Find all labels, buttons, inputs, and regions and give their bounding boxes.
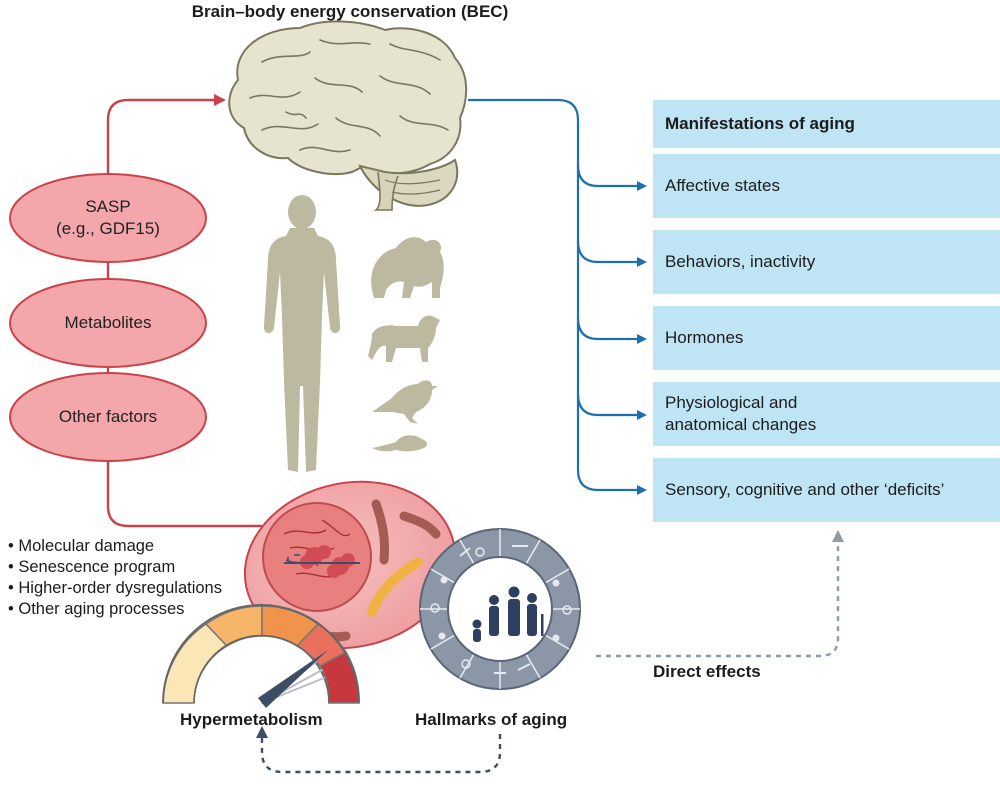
mitochondrion-icon	[367, 557, 423, 617]
bird-silhouette-icon	[372, 380, 438, 424]
chimpanzee-silhouette-icon	[371, 237, 444, 298]
manifestation-physiological: Physiological and anatomical changes	[653, 382, 1000, 446]
hypermetabolism-label: Hypermetabolism	[180, 710, 323, 729]
signal-label-other-factors: Other factors	[58, 407, 158, 426]
signal-oval-sasp	[9, 173, 207, 263]
brain-icon	[228, 20, 468, 211]
senescent-cell-icon	[243, 480, 457, 650]
mitochondrion-icon	[399, 511, 441, 539]
manifestation-arrows	[468, 98, 647, 495]
hallmarks-label: Hallmarks of aging	[415, 710, 568, 729]
manifestation-sensory-cognitive: Sensory, cognitive and other ‘deficits’	[653, 458, 1000, 522]
signal-oval-other	[9, 372, 207, 462]
signal-label-metabolites: Metabolites	[64, 313, 152, 332]
signal-label-sasp: SASP (e.g., GDF15)	[56, 197, 160, 238]
human-silhouette-icon	[263, 195, 341, 472]
direct-effects-label: Direct effects	[653, 662, 761, 681]
gauge-needle	[258, 650, 328, 708]
list-item: Higher-order dysregulations	[8, 578, 222, 599]
list-item: Other aging processes	[8, 599, 222, 620]
hallmarks-wheel-icon	[419, 528, 581, 690]
list-item: Senescence program	[8, 557, 222, 578]
page-title: Brain–body energy conservation (BEC)	[191, 2, 509, 21]
manifestation-affective-states: Affective states	[653, 154, 1000, 218]
manifestation-behaviors: Behaviors, inactivity	[653, 230, 1000, 294]
mouse-silhouette-icon	[372, 435, 427, 452]
list-item: Molecular damage	[8, 536, 222, 557]
dog-silhouette-icon	[368, 315, 440, 362]
hypermetabolism-gauge-icon	[162, 604, 360, 708]
manifestation-hormones: Hormones	[653, 306, 1000, 370]
mitochondrion-icon	[371, 499, 389, 565]
manifestations-heading: Manifestations of aging	[653, 100, 1000, 148]
feedback-arrow	[256, 726, 502, 774]
direct-effects-arrow	[596, 530, 844, 658]
aging-processes-list: Molecular damage Senescence program High…	[8, 536, 222, 620]
signal-oval-metabolites	[9, 278, 207, 368]
